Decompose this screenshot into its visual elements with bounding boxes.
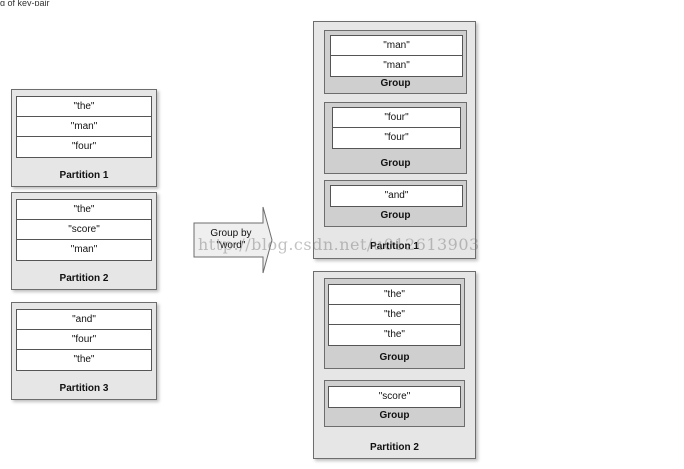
output-partition: "man" "man" Group "four" "four" Group "a… — [313, 21, 476, 259]
group-box: "the" "the" "the" Group — [324, 278, 465, 369]
word-cell: "the" — [329, 305, 460, 325]
word-cell: "four" — [384, 132, 409, 143]
word-list: "man" "man" — [330, 35, 463, 77]
word-list: "the" "score" "man" — [16, 199, 152, 261]
group-label: Group — [379, 410, 410, 421]
group-box: "man" "man" Group — [324, 30, 467, 94]
group-label: Group — [380, 210, 411, 221]
word-cell: "man" — [70, 244, 98, 255]
partition-label: Partition 1 — [370, 241, 419, 252]
input-partition: "the" "man" "four" Partition 1 — [11, 89, 157, 187]
word-cell: "man" — [383, 60, 410, 71]
word-list: "and" "four" "the" — [16, 309, 152, 371]
word-cell: "the" — [383, 329, 405, 340]
word-cell: "the" — [17, 97, 151, 117]
group-box: "score" Group — [324, 380, 465, 427]
partition-label: Partition 2 — [370, 442, 419, 453]
group-label: Group — [380, 158, 411, 169]
word-cell: "man" — [331, 36, 462, 56]
word-list: "the" "the" "the" — [328, 284, 461, 346]
partition-label: Partition 1 — [59, 170, 109, 181]
word-cell: "man" — [17, 117, 151, 137]
word-list: "four" "four" — [332, 107, 461, 149]
group-label: Group — [379, 352, 410, 363]
word-cell: "four" — [333, 108, 460, 128]
group-box: "four" "four" Group — [324, 102, 467, 174]
word-cell: "and" — [17, 310, 151, 330]
word-cell: "score" — [378, 391, 411, 402]
group-box: "and" Group — [324, 180, 467, 227]
right-arrow-icon — [193, 206, 273, 274]
word-cell: "the" — [17, 200, 151, 220]
clipped-caption: g of key-pair — [0, 0, 50, 6]
input-partition: "and" "four" "the" Partition 3 — [11, 302, 157, 400]
word-cell: "the" — [73, 354, 95, 365]
word-cell: "four" — [71, 141, 97, 152]
word-cell: "score" — [17, 220, 151, 240]
word-list: "the" "man" "four" — [16, 96, 152, 158]
arrow-label-line2: "word" — [216, 240, 246, 251]
group-label: Group — [380, 78, 411, 89]
word-cell: "four" — [17, 330, 151, 350]
word-cell: "and" — [384, 190, 409, 201]
partition-label: Partition 2 — [59, 273, 109, 284]
watermark: http://blog.csdn.net/u012613903 — [198, 235, 480, 254]
output-partition: "the" "the" "the" Group "score" Group Pa… — [313, 271, 476, 459]
arrow-label-line1: Group by — [210, 228, 252, 239]
word-list: "and" — [330, 185, 463, 207]
partition-label: Partition 3 — [59, 383, 109, 394]
word-cell: "the" — [329, 285, 460, 305]
input-partition: "the" "score" "man" Partition 2 — [11, 192, 157, 290]
word-list: "score" — [328, 386, 461, 408]
